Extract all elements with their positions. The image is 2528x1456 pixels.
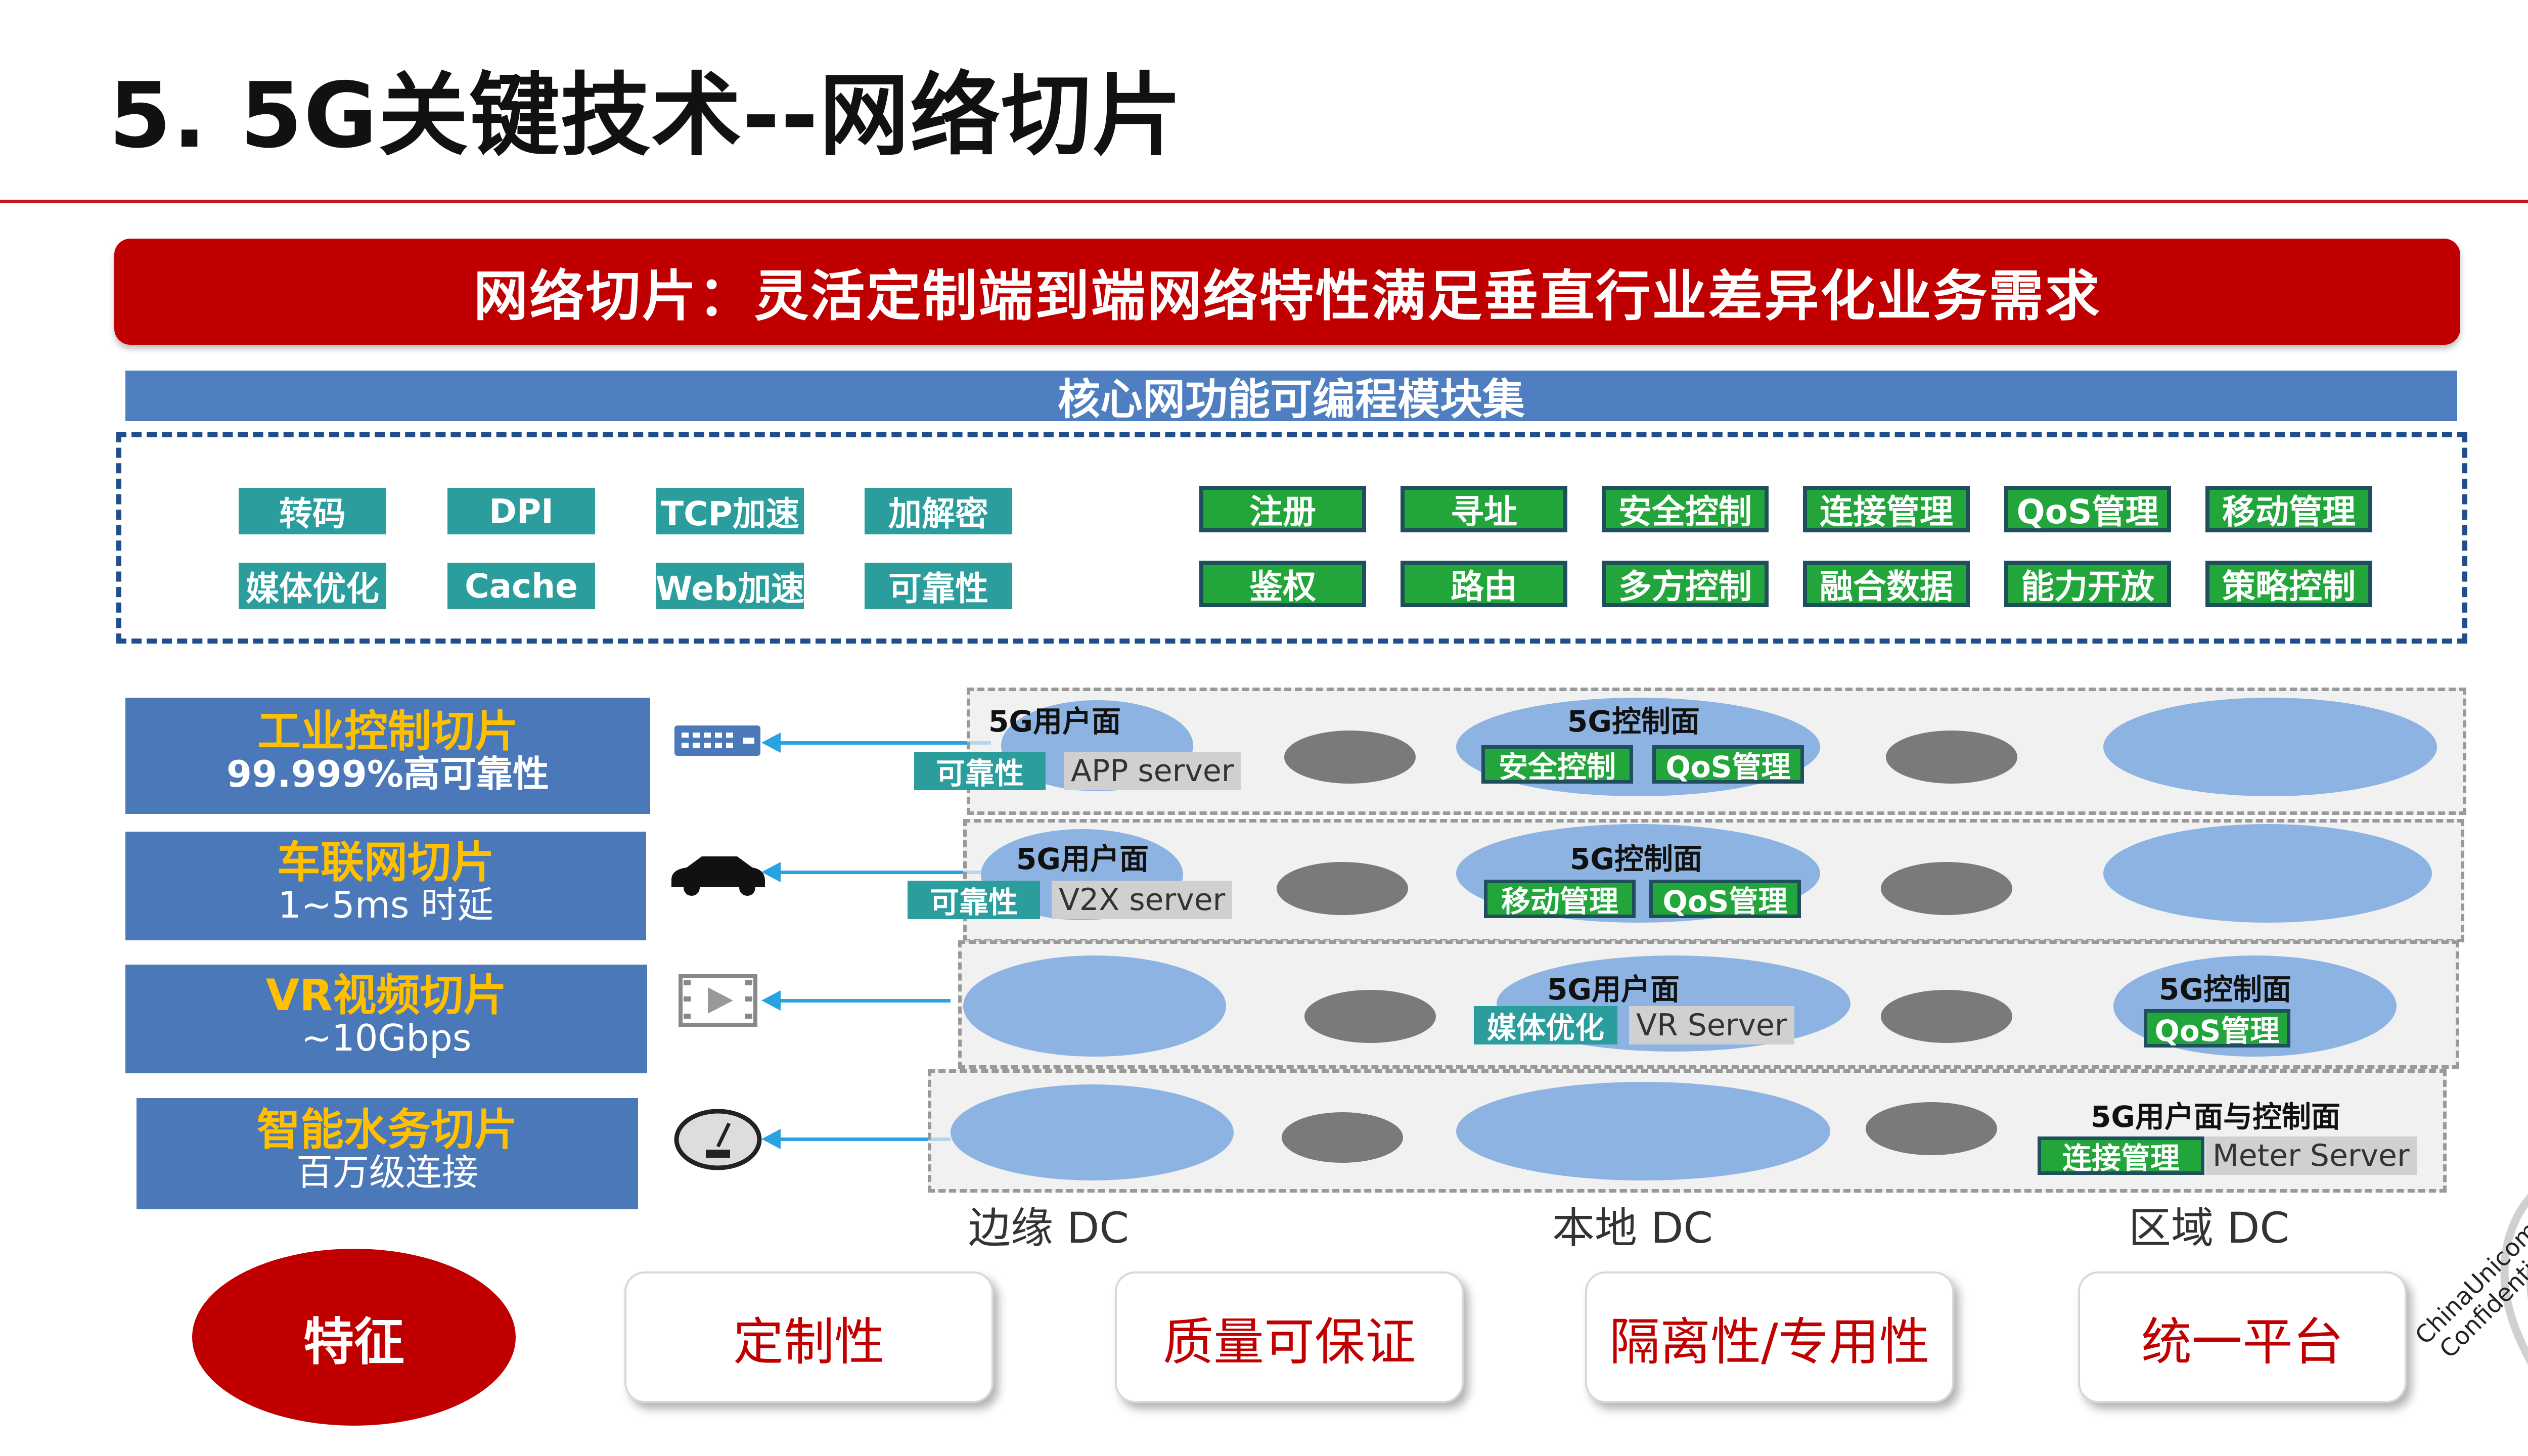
transport-cloud <box>1304 990 1436 1043</box>
edge-cloud <box>951 1084 1234 1180</box>
core-module-set-title: 核心网功能可编程模块集 <box>125 371 2457 424</box>
title-divider <box>0 200 2528 203</box>
transport-cloud <box>1277 862 1408 915</box>
module-web-accel: Web加速 <box>656 563 804 609</box>
module-dpi: DPI <box>447 488 595 534</box>
tag-qos-mgmt: QoS管理 <box>1649 880 1801 919</box>
transport-cloud <box>1881 862 2012 915</box>
user-plane-label: 5G用户面 <box>1016 842 1149 876</box>
tag-mobility-mgmt: 移动管理 <box>1484 880 1636 919</box>
control-plane-label: 5G控制面 <box>1567 704 1700 739</box>
slice-name: 工业控制切片 <box>257 706 518 757</box>
feature-label: 特征 <box>192 1249 516 1426</box>
tag-connection-mgmt: 连接管理 <box>2038 1136 2204 1175</box>
module-reliability: 可靠性 <box>865 563 1012 609</box>
slice-sub: 99.999%高可靠性 <box>227 753 549 796</box>
arrow-slice-3 <box>761 990 951 1011</box>
module-cache: Cache <box>447 563 595 609</box>
module-routing: 路由 <box>1401 561 1567 607</box>
transport-cloud <box>1866 1102 1997 1155</box>
arrow-slice-4 <box>761 1129 951 1149</box>
slice-name: VR视频切片 <box>265 970 507 1021</box>
app-server: APP server <box>1064 752 1241 790</box>
module-capability-exposure: 能力开放 <box>2004 561 2171 607</box>
tag-qos-mgmt: QoS管理 <box>2144 1009 2290 1048</box>
module-auth: 鉴权 <box>1199 561 1366 607</box>
module-mobility-mgmt: 移动管理 <box>2205 486 2372 532</box>
transport-cloud <box>1881 990 2012 1043</box>
meter-server: Meter Server <box>2205 1136 2417 1175</box>
dc-label-edge: 边缘 DC <box>968 1203 1130 1253</box>
module-multiparty-ctrl: 多方控制 <box>1602 561 1769 607</box>
tag-media-opt: 媒体优化 <box>1474 1006 1617 1045</box>
module-register: 注册 <box>1199 486 1366 532</box>
module-encryption: 加解密 <box>865 488 1012 534</box>
user-plane-label: 5G用户面 <box>988 704 1121 739</box>
module-policy-ctrl: 策略控制 <box>2205 561 2372 607</box>
user-plane-label: 5G用户面 <box>1547 972 1680 1007</box>
feature-quality-guaranteed: 质量可保证 <box>1115 1271 1464 1403</box>
transport-cloud <box>1284 731 1416 784</box>
slice-vehicle-network: 车联网切片 1~5ms 时延 <box>125 832 646 940</box>
tag-reliability: 可靠性 <box>908 881 1040 920</box>
dc-label-region: 区域 DC <box>2129 1203 2290 1253</box>
user-control-plane-label: 5G用户面与控制面 <box>2091 1100 2340 1134</box>
tag-reliability: 可靠性 <box>914 752 1046 791</box>
module-converged-data: 融合数据 <box>1803 561 1970 607</box>
v2x-server: V2X server <box>1052 881 1233 919</box>
core-module-box: 转码 DPI TCP加速 加解密 媒体优化 Cache Web加速 可靠性 注册… <box>116 432 2467 644</box>
headline-banner: 网络切片：灵活定制端到端网络特性满足垂直行业差异化业务需求 <box>114 239 2460 345</box>
slice-sub: 百万级连接 <box>296 1151 478 1194</box>
page-title: 5. 5G关键技术--网络切片 <box>109 63 1184 168</box>
decorative-swirl <box>2500 1194 2528 1366</box>
region-cloud <box>2103 824 2432 923</box>
region-cloud <box>2103 698 2437 796</box>
feature-isolation: 隔离性/专用性 <box>1585 1271 1954 1403</box>
dc-label-local: 本地 DC <box>1552 1203 1713 1253</box>
tag-security-ctrl: 安全控制 <box>1481 745 1633 784</box>
arrow-slice-2 <box>761 862 981 882</box>
slice-sub: 1~5ms 时延 <box>278 884 494 927</box>
tag-qos-mgmt: QoS管理 <box>1652 745 1804 784</box>
module-addressing: 寻址 <box>1401 486 1567 532</box>
edge-cloud <box>963 956 1226 1057</box>
slice-sub: ~10Gbps <box>301 1017 472 1060</box>
slice-name: 智能水务切片 <box>257 1105 518 1155</box>
module-connection-mgmt: 连接管理 <box>1803 486 1970 532</box>
control-plane-label: 5G控制面 <box>1570 842 1702 876</box>
local-cloud <box>1456 1082 1830 1180</box>
module-tcp-accel: TCP加速 <box>656 488 804 534</box>
module-qos-mgmt: QoS管理 <box>2004 486 2171 532</box>
module-security-ctrl: 安全控制 <box>1602 486 1769 532</box>
slice-smart-water: 智能水务切片 百万级连接 <box>137 1098 638 1209</box>
module-transcode: 转码 <box>239 488 386 534</box>
switch-icon <box>674 725 760 756</box>
slice-industrial-control: 工业控制切片 99.999%高可靠性 <box>125 698 650 814</box>
arrow-slice-1 <box>761 733 991 753</box>
car-icon <box>671 856 765 896</box>
slice-vr-video: VR视频切片 ~10Gbps <box>125 965 647 1073</box>
transport-cloud <box>1886 731 2017 784</box>
transport-cloud <box>1282 1112 1403 1163</box>
feature-unified-platform: 统一平台 <box>2078 1271 2407 1403</box>
module-media-opt: 媒体优化 <box>239 563 386 609</box>
control-plane-label: 5G控制面 <box>2159 972 2291 1007</box>
vr-server: VR Server <box>1629 1006 1794 1044</box>
slice-name: 车联网切片 <box>277 837 494 888</box>
meter-icon <box>674 1109 762 1170</box>
video-icon <box>679 974 757 1027</box>
feature-customizable: 定制性 <box>624 1271 994 1403</box>
